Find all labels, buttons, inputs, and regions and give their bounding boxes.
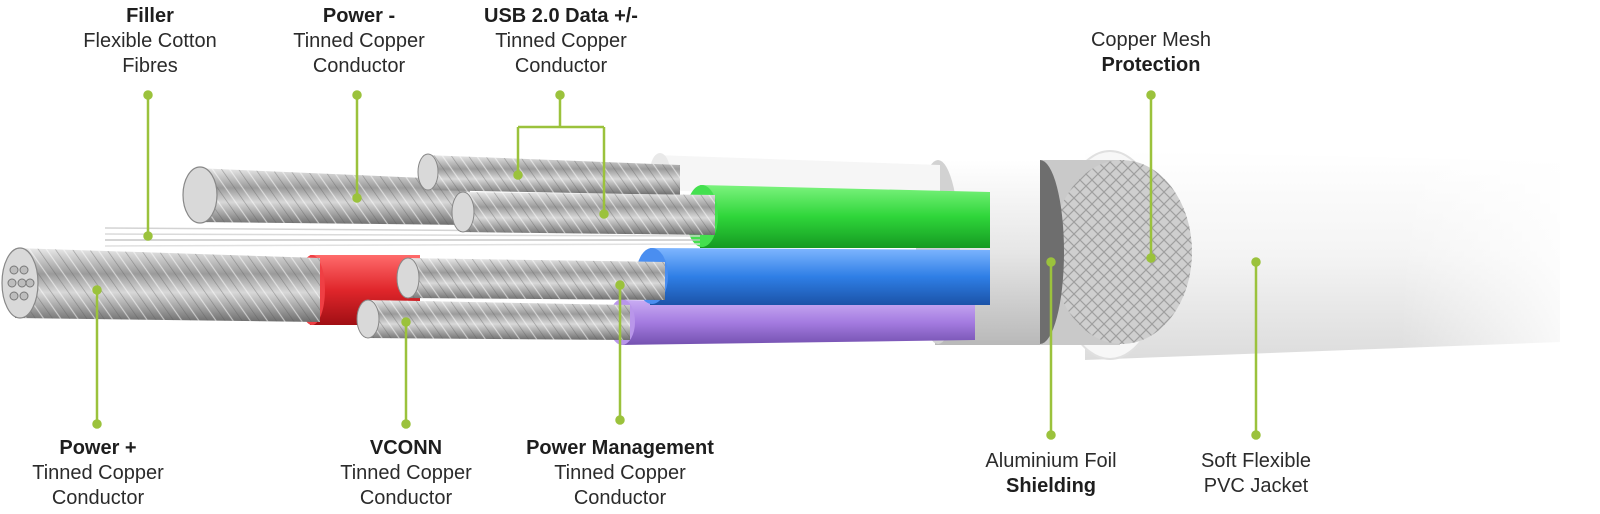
label-pvc-jacket: Soft Flexible PVC Jacket (1201, 449, 1311, 499)
filler-fibres (104, 227, 701, 247)
label-power-minus-line1: Tinned Copper (293, 30, 425, 52)
label-aluminium-foil-title: Shielding (1006, 475, 1096, 497)
label-power-plus: Power + Tinned Copper Conductor (32, 436, 164, 511)
label-power-minus-title: Power - (322, 5, 396, 27)
blue-insulation (650, 248, 990, 305)
label-usb-data-title: USB 2.0 Data +/- (484, 5, 638, 27)
usb-data-insulation (700, 185, 990, 248)
label-power-management-line1: Tinned Copper (554, 462, 686, 484)
label-aluminium-foil: Aluminium Foil Shielding (985, 449, 1116, 499)
label-usb-data-line2: Conductor (514, 55, 608, 77)
label-power-plus-line2: Conductor (51, 487, 145, 509)
label-power-management-title: Power Management (526, 437, 714, 459)
label-filler-title: Filler (126, 5, 174, 27)
label-aluminium-foil-line1: Aluminium Foil (985, 450, 1117, 472)
label-vconn-line2: Conductor (359, 487, 453, 509)
label-filler-line2: Fibres (122, 55, 178, 77)
label-vconn: VCONN Tinned Copper Conductor (340, 436, 472, 511)
label-copper-mesh: Copper Mesh Protection (1091, 28, 1211, 78)
label-filler-line1: Flexible Cotton (83, 30, 217, 52)
label-power-minus-line2: Conductor (312, 55, 406, 77)
label-pvc-jacket-line1: Soft Flexible (1200, 450, 1312, 472)
label-power-management: Power Management Tinned Copper Conductor (526, 436, 714, 511)
label-power-plus-title: Power + (59, 437, 137, 459)
label-power-plus-line1: Tinned Copper (32, 462, 164, 484)
label-power-management-line2: Conductor (573, 487, 667, 509)
leader-lines (92, 90, 1261, 440)
power-management-insulation (620, 300, 975, 345)
label-usb-data-line1: Tinned Copper (495, 30, 627, 52)
label-pvc-jacket-line2: PVC Jacket (1203, 475, 1309, 497)
label-vconn-title: VCONN (369, 437, 443, 459)
label-filler: Filler Flexible Cotton Fibres (83, 4, 216, 79)
label-vconn-line1: Tinned Copper (340, 462, 472, 484)
label-power-minus: Power - Tinned Copper Conductor (293, 4, 425, 79)
label-copper-mesh-line1: Copper Mesh (1090, 29, 1212, 51)
label-copper-mesh-title: Protection (1101, 54, 1201, 76)
label-usb-data: USB 2.0 Data +/- Tinned Copper Conductor (484, 4, 638, 79)
